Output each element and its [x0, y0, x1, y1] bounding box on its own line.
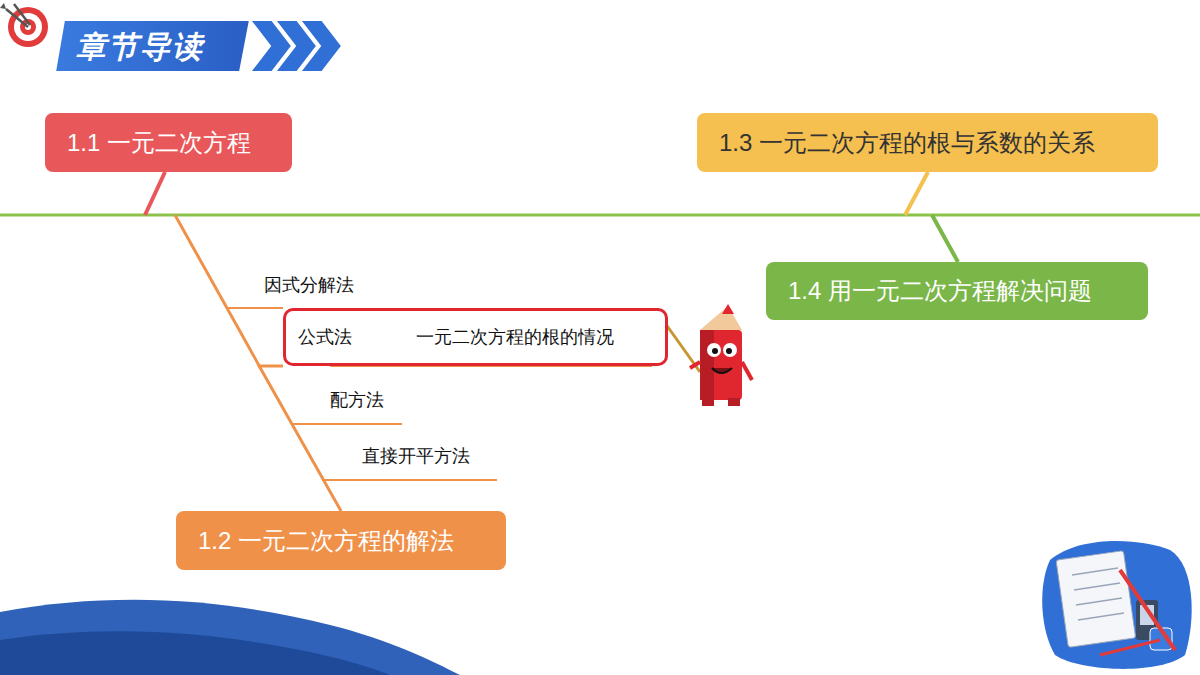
title-text: 章节导读: [76, 27, 204, 68]
method-label: 因式分解法: [264, 273, 354, 297]
method-text: 公式法: [298, 325, 352, 349]
method-label: 直接开平方法: [362, 444, 470, 468]
sub-branch-line: [228, 307, 283, 309]
branch-connector: [259, 366, 341, 511]
topic-box: 1.4 用一元二次方程解决问题: [766, 262, 1148, 320]
branch-line: [905, 172, 928, 215]
pencil-mascot: [660, 304, 752, 406]
topic-text: 1.4 用一元二次方程解决问题: [788, 275, 1092, 307]
target-icon: [0, 3, 48, 47]
wave-shape: [0, 600, 460, 675]
topic-text: 1.3 一元二次方程的根与系数的关系: [719, 127, 1095, 159]
topic-box: 1.3 一元二次方程的根与系数的关系: [697, 113, 1158, 172]
banner-chevrons: [250, 20, 342, 72]
wave-shape: [0, 631, 390, 675]
topic-box: 1.2 一元二次方程的解法: [176, 511, 506, 570]
sub-branch-line: [291, 423, 402, 425]
notebook-illustration: [1042, 541, 1191, 669]
branch-line: [932, 215, 958, 262]
method-text: 一元二次方程的根的情况: [416, 325, 614, 349]
highlight-box: 公式法 一元二次方程的根的情况: [283, 308, 668, 366]
topic-text: 1.2 一元二次方程的解法: [198, 525, 454, 557]
method-label: 配方法: [330, 388, 384, 412]
topic-text: 1.1 一元二次方程: [67, 127, 251, 159]
branch-line: [145, 172, 165, 215]
spine-line: [0, 214, 1200, 217]
sub-branch-line: [322, 479, 497, 481]
title-banner: [55, 20, 250, 72]
topic-box: 1.1 一元二次方程: [45, 113, 292, 172]
branch-line: [175, 215, 261, 369]
